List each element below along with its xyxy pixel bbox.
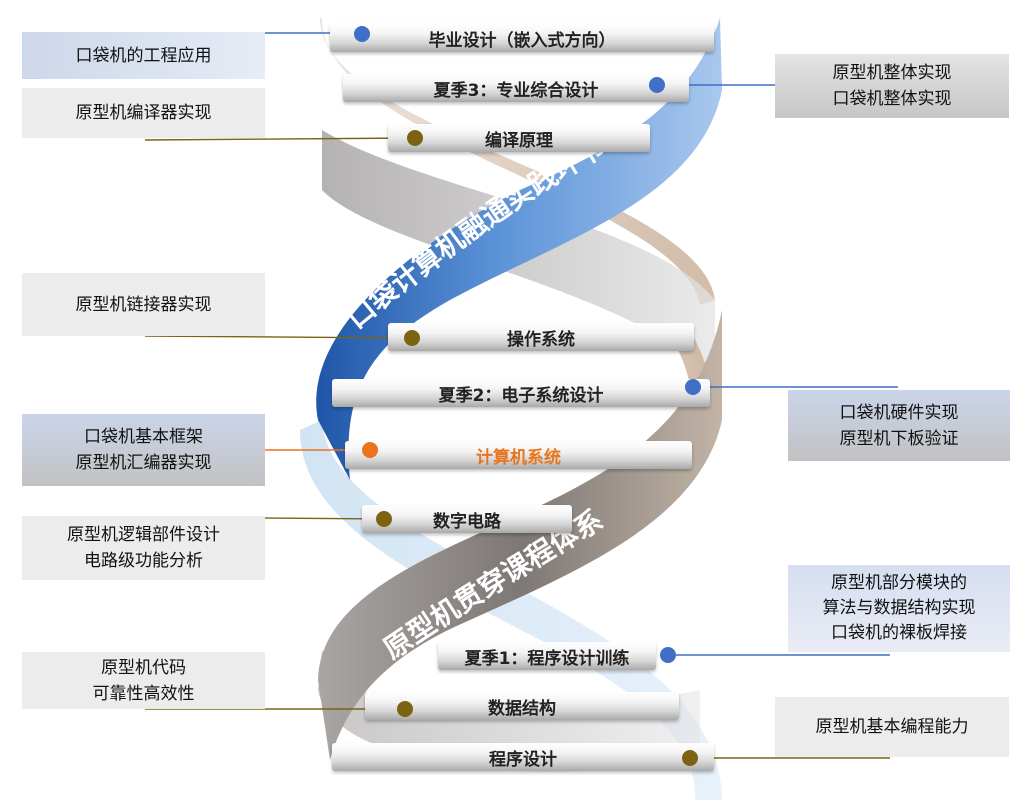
dot-brown-prog [682, 750, 698, 766]
label-line: 原型机部分模块的 [831, 573, 967, 593]
label-line: 原型机编译器实现 [75, 103, 212, 123]
dot-blue-grad [354, 26, 370, 42]
rung-summer1: 夏季1：程序设计训练 [438, 642, 656, 670]
dot-blue-summer2 [685, 379, 701, 395]
rung-digital-circuit: 数字电路 [362, 505, 572, 533]
band-blue [316, 18, 722, 480]
rung-data-structure: 数据结构 [365, 692, 679, 720]
label-prototype-compiler: 原型机编译器实现 [22, 88, 265, 138]
dot-brown-ds [397, 701, 413, 717]
rung-summer2: 夏季2：电子系统设计 [332, 379, 710, 407]
dot-orange-compsys [362, 442, 378, 458]
label-line: 原型机汇编器实现 [75, 453, 212, 473]
connector-l2 [144, 137, 416, 141]
label-line: 口袋机硬件实现 [839, 402, 959, 423]
label-line: 口袋机基本框架 [84, 427, 203, 447]
label-line: 原型机整体实现 [832, 63, 952, 83]
rung-summer3: 夏季3：专业综合设计 [343, 74, 689, 102]
dot-brown-os [404, 330, 420, 346]
dot-blue-summer3 [649, 77, 665, 93]
connector-l3 [144, 335, 413, 339]
rung-compiler: 编译原理 [388, 124, 650, 152]
rung-label: 计算机系统 [476, 447, 561, 468]
rung-label: 数据结构 [488, 698, 556, 719]
label-line: 口袋机的裸板焊接 [831, 623, 967, 643]
rung-label: 数字电路 [433, 511, 501, 532]
label-algorithms-impl: 原型机部分模块的 算法与数据结构实现 口袋机的裸板焊接 [788, 565, 1010, 652]
label-line: 原型机下板验证 [839, 428, 959, 449]
label-line: 口袋机整体实现 [832, 89, 952, 109]
label-line: 电路级功能分析 [84, 551, 203, 571]
label-prototype-linker: 原型机链接器实现 [22, 273, 265, 336]
rung-label: 操作系统 [507, 329, 575, 350]
label-logic-design: 原型机逻辑部件设计 电路级功能分析 [22, 516, 265, 580]
label-line: 原型机基本编程能力 [815, 717, 969, 737]
rung-label: 夏季3：专业综合设计 [433, 80, 599, 101]
label-prototype-code: 原型机代码 可靠性高效性 [22, 652, 265, 709]
label-overall-impl: 原型机整体实现 口袋机整体实现 [775, 54, 1009, 118]
label-pocket-framework: 口袋机基本框架 原型机汇编器实现 [22, 414, 265, 486]
label-line: 算法与数据结构实现 [822, 598, 976, 618]
band-grey [318, 310, 722, 760]
rung-os: 操作系统 [388, 323, 694, 351]
label-pocket-engineering: 口袋机的工程应用 [22, 32, 265, 79]
label-line: 口袋机的工程应用 [75, 45, 212, 66]
rung-label: 毕业设计（嵌入式方向） [428, 30, 616, 51]
rung-label: 夏季1：程序设计训练 [464, 648, 630, 669]
strand-grey-bottom [318, 650, 700, 772]
rung-programming: 程序设计 [332, 743, 714, 771]
label-line: 原型机链接器实现 [75, 294, 212, 315]
label-line: 原型机代码 [101, 657, 186, 678]
label-line: 原型机逻辑部件设计 [67, 525, 220, 545]
rung-graduation-design: 毕业设计（嵌入式方向） [330, 24, 714, 52]
rung-label: 夏季2：电子系统设计 [438, 385, 604, 406]
label-line: 可靠性高效性 [92, 683, 195, 704]
strand-lightblue [300, 420, 722, 800]
rung-label: 编译原理 [485, 130, 553, 151]
label-hardware-impl: 口袋机硬件实现 原型机下板验证 [788, 390, 1010, 461]
label-basic-programming: 原型机基本编程能力 [775, 697, 1009, 757]
dot-brown-compiler [407, 130, 423, 146]
dot-blue-summer1 [660, 647, 676, 663]
rung-computer-system: 计算机系统 [345, 441, 692, 469]
rung-label: 程序设计 [489, 749, 557, 770]
dot-brown-digital [376, 511, 392, 527]
